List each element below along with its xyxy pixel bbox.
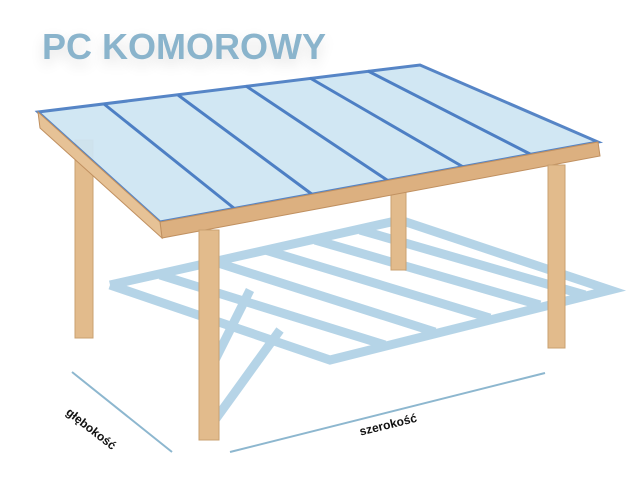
roof-bars bbox=[103, 69, 533, 211]
post-front-left bbox=[198, 229, 220, 441]
post-back-middle bbox=[390, 184, 407, 271]
post-front-right bbox=[547, 164, 566, 349]
side-beam bbox=[37, 110, 163, 240]
roof-shadow bbox=[108, 215, 627, 423]
depth-dimension-line bbox=[71, 371, 173, 453]
width-dimension-line bbox=[229, 372, 546, 453]
product-title: PC KOMOROWY bbox=[42, 26, 326, 67]
